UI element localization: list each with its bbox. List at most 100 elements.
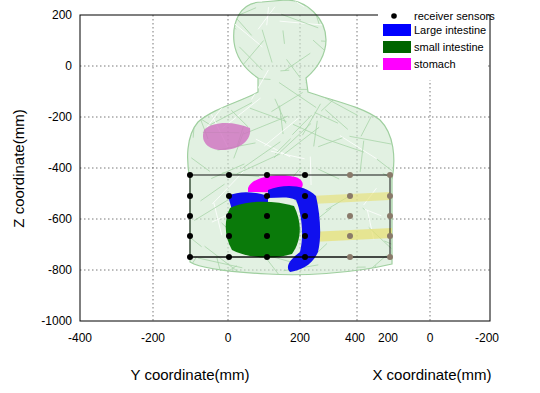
legend-swatch [383,58,411,70]
sensor-dot [226,213,232,219]
tick-label: -200 [48,111,72,123]
wire-stroke [377,159,392,171]
wire-stroke [164,45,200,51]
legend-swatch [383,41,411,53]
sensor-dot [187,254,193,260]
sensor-dot [187,172,193,178]
tick-label: 0 [65,60,72,72]
wire-stroke [193,103,196,137]
sensor-dot [387,213,393,219]
tick-label: 400 [345,332,365,344]
sensor-dot [347,254,353,260]
legend-entry: small intestine [380,39,488,55]
tick-label: -400 [68,332,92,344]
wire-stroke [383,173,409,188]
organ-band [310,228,392,242]
wire-stroke [207,97,230,127]
wire-stroke [200,184,224,201]
wire-stroke [306,83,334,101]
organ-band [310,192,390,204]
wire-stroke [384,241,406,251]
wire-stroke [237,154,280,174]
wire-stroke [164,216,202,246]
sensor-dot [387,172,393,178]
tick-label: 200 [52,9,72,21]
wire-stroke [197,46,217,48]
wire-stroke [251,70,268,100]
wire-stroke [258,7,275,30]
plot-frame [80,15,490,321]
wire-stroke [228,75,244,99]
sensor-dot [187,213,193,219]
wire-stroke [242,41,264,67]
sensor-dot [302,172,308,178]
wire-stroke [325,110,348,130]
wire-stroke [329,43,334,45]
wire-stroke [385,90,391,91]
torso-wireframe [154,0,432,300]
wire-stroke [280,70,289,72]
wire-stroke [189,56,199,87]
wire-stroke [285,53,310,70]
wire-stroke [349,44,363,50]
wire-stroke [242,142,280,169]
wire-stroke [302,104,320,135]
wire-stroke [283,127,319,155]
wire-stroke [373,0,390,1]
legend-entry: Large intestine [380,22,488,38]
sensor-dot [302,254,308,260]
wire-stroke [190,43,209,57]
tick-label: -200 [475,332,499,344]
wire-stroke [266,258,289,288]
wire-stroke [171,28,203,40]
wire-stroke [389,85,423,97]
wire-stroke [281,14,318,28]
sensor-dot [347,193,353,199]
wire-stroke [275,99,286,124]
sensor-dot [264,213,270,219]
axis-title: Z coordinate(mm) [11,109,26,227]
legend-swatch [383,24,411,36]
wire-stroke [321,83,352,111]
sensor-grid [190,175,390,257]
legend-text: small intestine [414,42,484,53]
wire-stroke [310,0,319,24]
wire-stroke [298,89,340,90]
wire-stroke [173,86,209,92]
sensor-dot [347,213,353,219]
tick-label: -1000 [41,315,72,327]
legend-text: Large intestine [414,25,486,36]
legend-text: receiver sensors [414,11,495,22]
wire-stroke [363,255,386,275]
wire-stroke [181,102,185,137]
wire-stroke [360,141,364,172]
tick-label: -400 [48,162,72,174]
wire-stroke [302,277,314,300]
receiver-sensors [187,172,393,260]
wire-stroke [288,0,304,7]
sensor-dot [264,172,270,178]
wire-stroke [321,41,358,43]
sensor-dot [226,193,232,199]
tick-label: -800 [48,264,72,276]
upper-organ [203,123,250,150]
wire-stroke [340,136,377,160]
wire-stroke [191,158,210,172]
wire-stroke [217,257,222,276]
sensor-dot [187,193,193,199]
wire-stroke [318,169,339,179]
wire-stroke [320,95,357,115]
sensor-dot [387,193,393,199]
wire-stroke [365,265,376,296]
wire-stroke [318,138,342,147]
wire-stroke [313,40,329,55]
wire-stroke [210,34,214,63]
wire-stroke [221,1,252,36]
wire-stroke [393,205,432,224]
wire-stroke [286,59,300,78]
wire-stroke [327,20,343,43]
wire-stroke [250,108,287,121]
wire-stroke [275,139,290,154]
wire-stroke [211,164,244,179]
sensor-dot [302,213,308,219]
